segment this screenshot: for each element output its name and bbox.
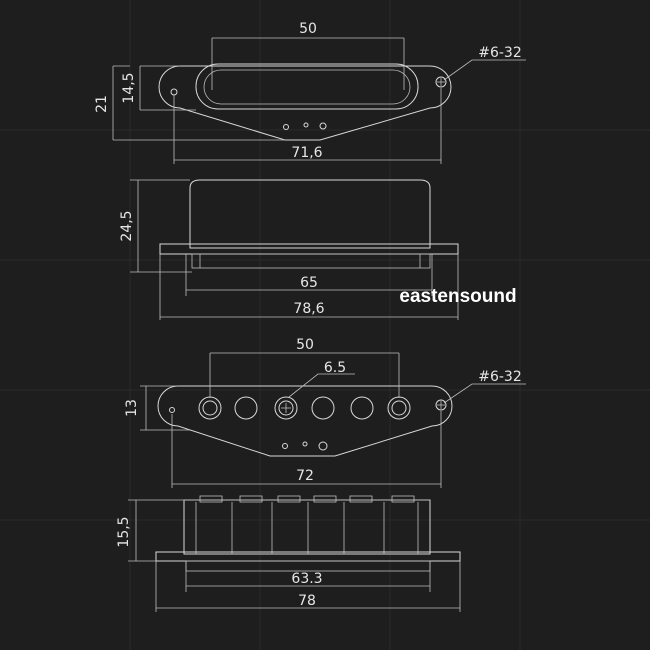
- bridge-pole-diameter-label: 6.5: [324, 360, 346, 376]
- mount-hole: [170, 88, 178, 96]
- pole-piece: [234, 396, 258, 420]
- mount-hole: [435, 76, 447, 88]
- neck-pickup-side-view: [130, 179, 459, 320]
- bridge-base-outer-label: 78: [298, 593, 316, 609]
- neck-pickup-top-view: [112, 37, 526, 164]
- neck-overall-height-label: 21: [94, 95, 110, 113]
- bridge-pickup-top-view: [140, 352, 526, 488]
- neck-screw-label: #6-32: [478, 45, 522, 61]
- bridge-pickup-side-view: [128, 495, 461, 612]
- pole-piece: [350, 396, 374, 420]
- neck-base-inner-label: 65: [300, 275, 318, 291]
- pole-piece: [198, 396, 222, 420]
- neck-height-label: 14,5: [121, 72, 137, 103]
- pole-piece: [387, 396, 411, 420]
- pole-piece: [274, 396, 298, 420]
- bridge-side-height-label: 15,5: [116, 516, 132, 547]
- pole-piece: [311, 396, 335, 420]
- neck-length-label: 71,6: [291, 145, 322, 161]
- bridge-pole-spacing-label: 50: [296, 337, 314, 353]
- brand-watermark: eastensound: [399, 286, 516, 307]
- neck-base-outer-label: 78,6: [293, 301, 324, 317]
- bridge-base-inner-label: 63.3: [291, 571, 322, 587]
- mount-hole: [435, 399, 447, 411]
- bridge-length-label: 72: [296, 468, 314, 484]
- bridge-height-label: 13: [124, 399, 140, 417]
- neck-side-height-label: 24,5: [119, 210, 135, 241]
- neck-pole-spacing-label: 50: [299, 21, 317, 37]
- mount-hole: [169, 407, 175, 413]
- bridge-screw-label: #6-32: [478, 369, 522, 385]
